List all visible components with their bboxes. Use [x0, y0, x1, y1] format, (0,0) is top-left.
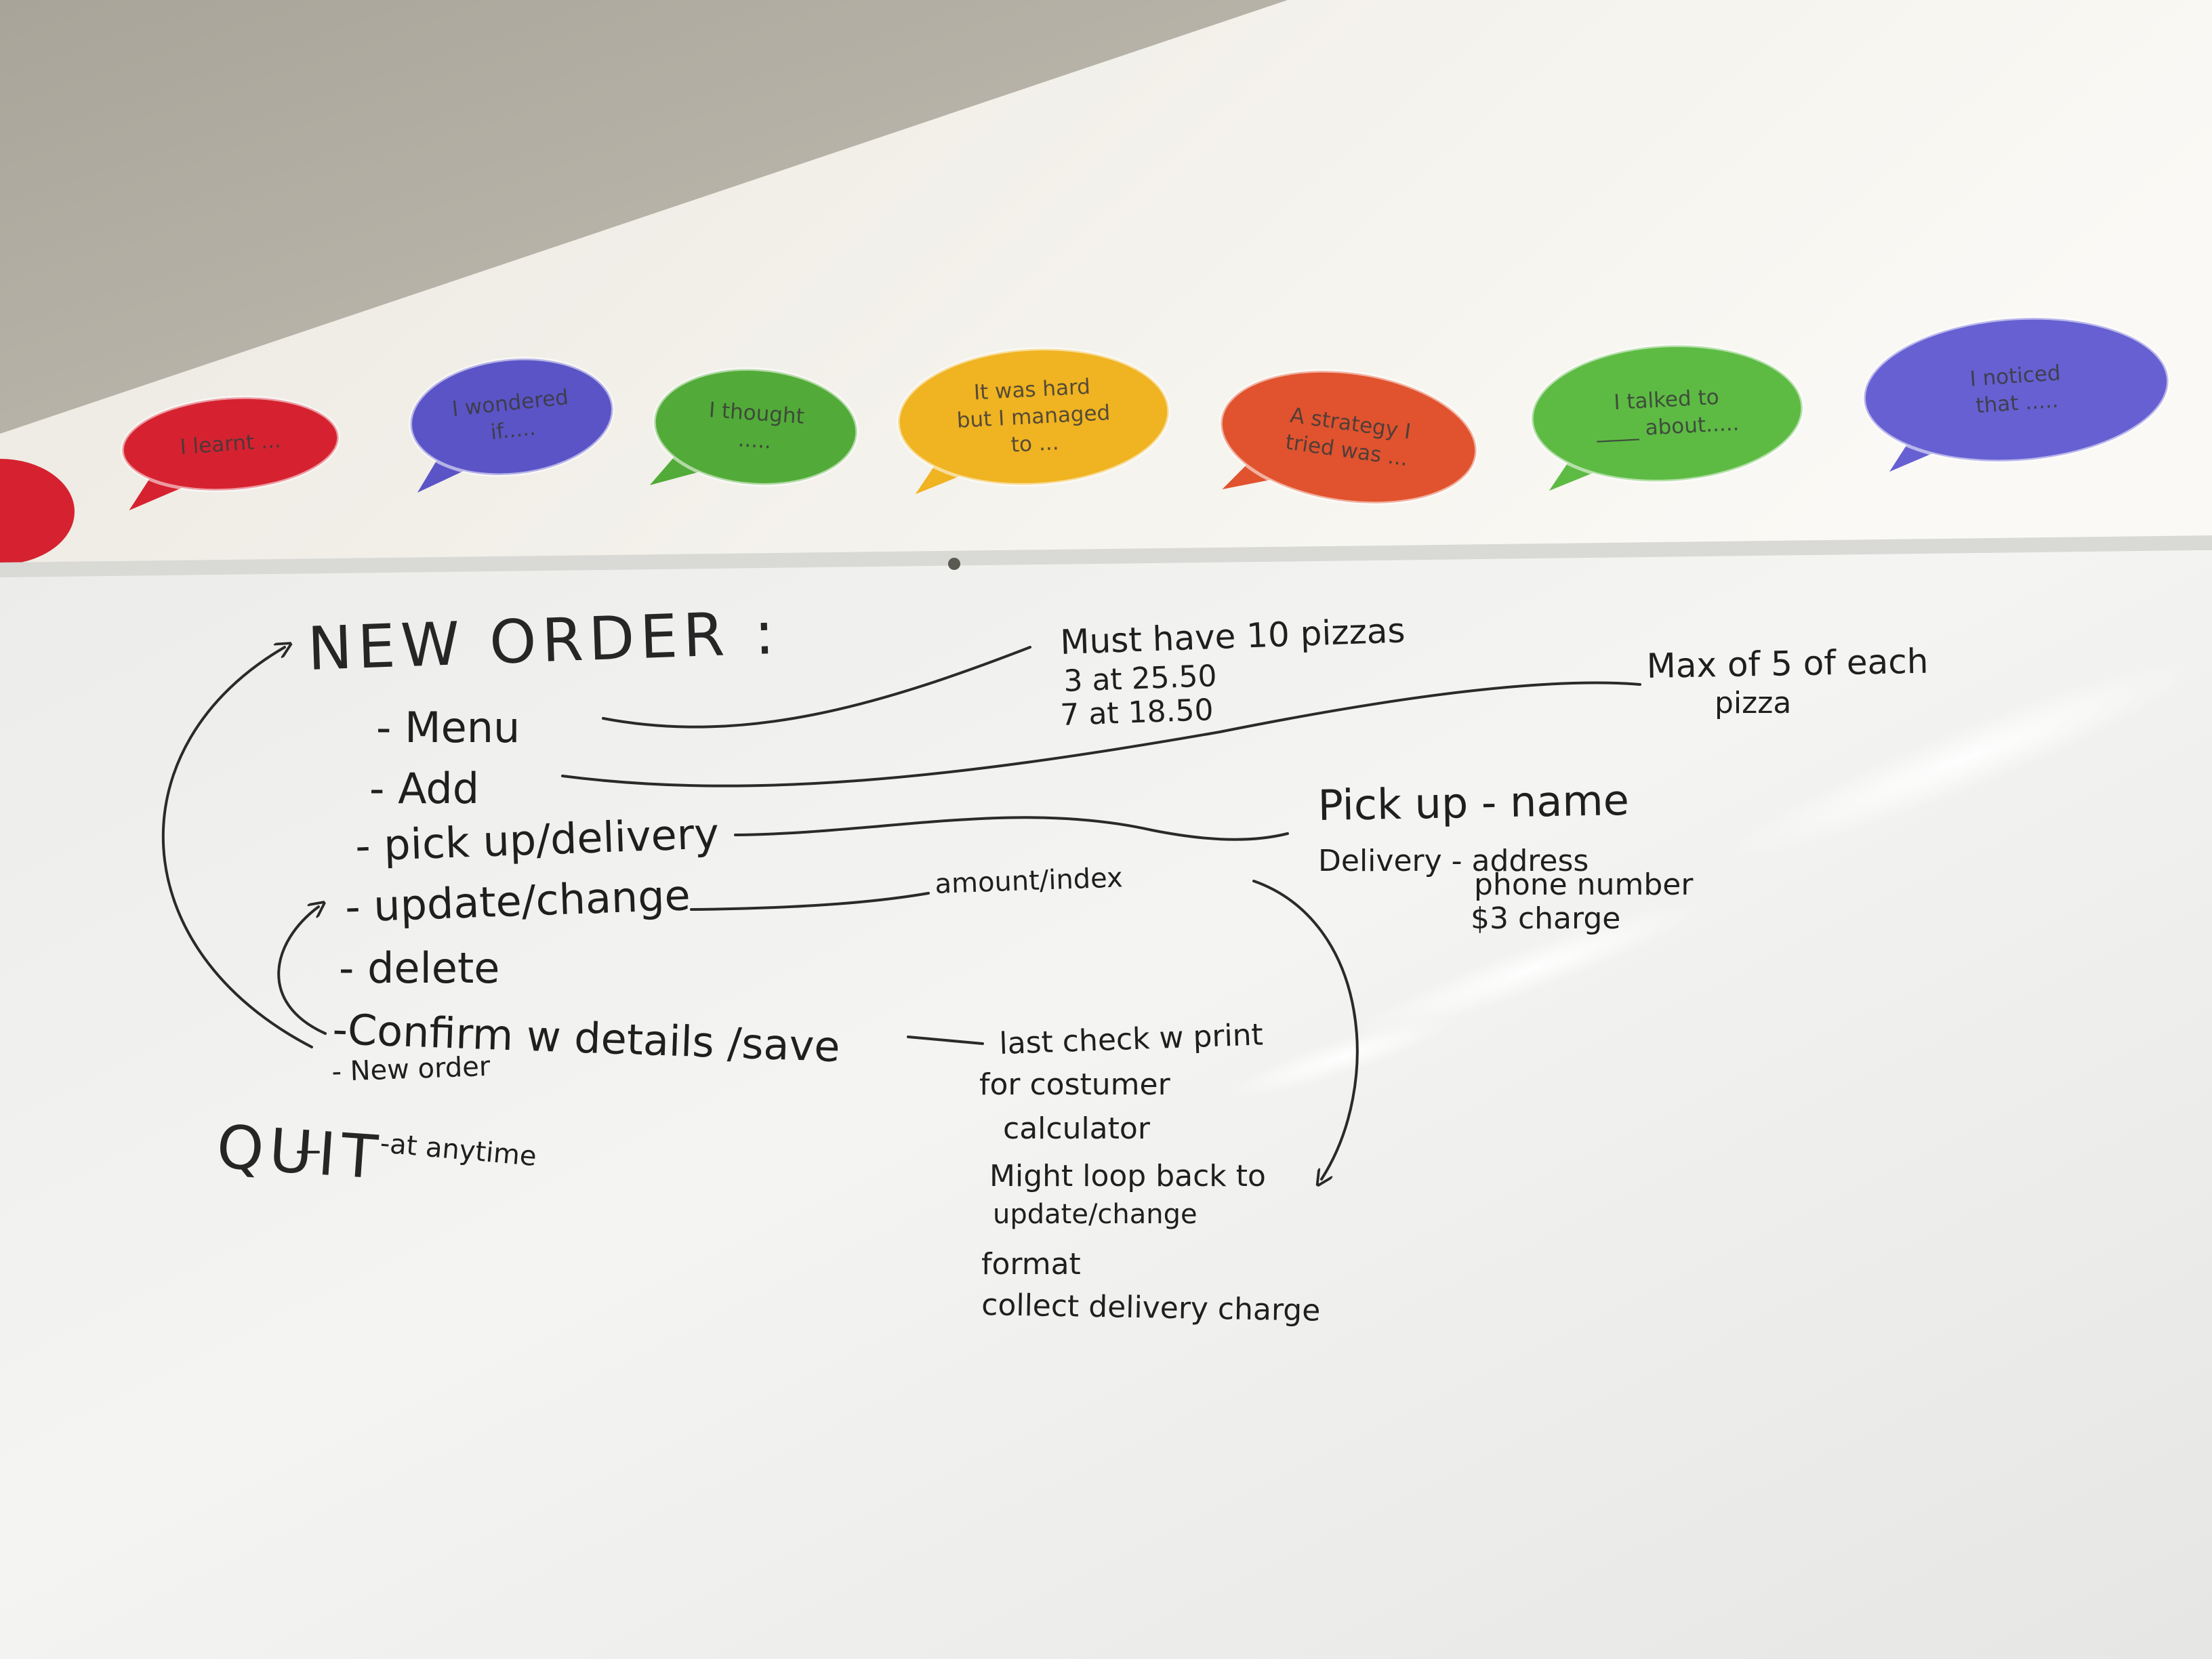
speech-bubble-body — [896, 347, 1171, 487]
arrow-confirm-to-update — [277, 907, 325, 1035]
ceiling-slope — [0, 0, 1288, 434]
board-screw — [948, 558, 960, 570]
confirm-note-line: Might loop back to — [989, 1159, 1266, 1193]
line-menu-to-rule — [602, 646, 1031, 729]
speech-bubble-body — [1862, 316, 2171, 464]
quit-label: QUIT — [215, 1111, 386, 1193]
step-new-order: - New order — [331, 1051, 491, 1088]
step-delete: - delete — [339, 943, 499, 993]
delivery-note-line: phone number — [1474, 867, 1694, 902]
light-glare — [1353, 901, 1711, 1038]
arrow-new-order-to-top — [161, 647, 313, 1048]
delivery-note-line: $3 charge — [1471, 901, 1620, 936]
step-add: - Add — [369, 764, 479, 813]
update-note: amount/index — [935, 862, 1124, 900]
speech-bubble-row: I learnt ... I wonderedif..... I thought..… — [0, 316, 2171, 565]
confirm-note-line: for costumer — [979, 1067, 1171, 1102]
line-pickup-to-note — [734, 816, 1289, 841]
speech-bubble-body — [1218, 369, 1479, 506]
step-update-change: - update/change — [344, 870, 691, 932]
add-rule-line: Max of 5 of each — [1646, 642, 1929, 686]
confirm-note-line: calculator — [1003, 1111, 1151, 1146]
speech-bubble-text: I talked to____ about..... — [1594, 384, 1740, 443]
pickup-note: Pick up - name — [1317, 775, 1629, 830]
confirm-note-line: format — [981, 1247, 1081, 1282]
speech-bubble-text: It was hardbut I managedto ... — [955, 373, 1112, 460]
light-glare — [1225, 1016, 1458, 1099]
speech-bubble-body — [1530, 344, 1805, 483]
add-rule-line: pizza — [1715, 686, 1791, 720]
speech-bubble-partial — [0, 459, 75, 565]
step-menu: - Menu — [376, 703, 520, 752]
speech-bubble: I learnt ... — [120, 395, 341, 511]
delivery-note-line: Delivery - address — [1318, 844, 1589, 878]
speech-bubble: I talked to____ about..... — [1530, 344, 1805, 491]
speech-bubble: I wonderedif..... — [409, 356, 615, 493]
confirm-note-line: update/change — [993, 1199, 1197, 1230]
confirm-note-line: collect delivery charge — [981, 1288, 1321, 1328]
menu-rule-line: 3 at 25.50 — [1063, 659, 1218, 699]
speech-bubble: I thought..... — [649, 367, 859, 487]
arrow-loop-back — [1252, 880, 1359, 1179]
connector-lines — [161, 646, 1641, 1179]
speech-bubble: I noticedthat ..... — [1862, 316, 2171, 472]
speech-bubble-body — [120, 395, 341, 493]
speech-bubble-text: I wonderedif..... — [451, 385, 573, 449]
line-update-to-amount — [690, 892, 930, 911]
light-glare — [1726, 658, 2205, 860]
speech-bubble: A strategy Itried was ... — [1218, 369, 1479, 506]
line-add-to-max — [561, 681, 1641, 787]
order-title: NEW ORDER : — [306, 598, 781, 684]
whiteboard-surface — [0, 550, 2212, 1659]
speech-bubble-body — [409, 356, 615, 477]
speech-bubble-body — [652, 367, 859, 487]
menu-rule-line: 7 at 18.50 — [1060, 693, 1214, 733]
line-confirm-to-check — [907, 1036, 984, 1045]
speech-bubble: It was hardbut I managedto ... — [896, 347, 1171, 495]
whiteboard-notes: NEW ORDER : - Menu - Add - pick up/deliv… — [215, 598, 1929, 1328]
